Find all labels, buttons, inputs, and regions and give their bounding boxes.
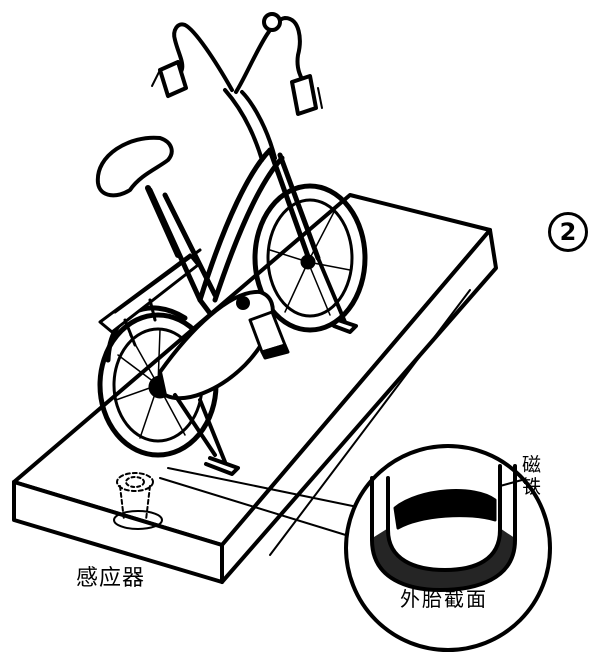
sensor-device xyxy=(113,472,163,530)
pedal xyxy=(248,310,290,360)
seat xyxy=(95,135,181,258)
magnet-pointer xyxy=(499,479,523,487)
tire-section-label: 外胎截面 xyxy=(400,587,488,611)
rear-stand xyxy=(173,393,240,476)
magnet-label: 磁铁 xyxy=(522,454,542,498)
sensor-label: 感应器 xyxy=(76,566,146,591)
figure-number: 2 xyxy=(548,212,588,252)
front-stand xyxy=(316,256,358,334)
callout-lines xyxy=(159,467,373,541)
handlebar xyxy=(151,12,323,162)
magnified-tire-section xyxy=(344,444,552,652)
